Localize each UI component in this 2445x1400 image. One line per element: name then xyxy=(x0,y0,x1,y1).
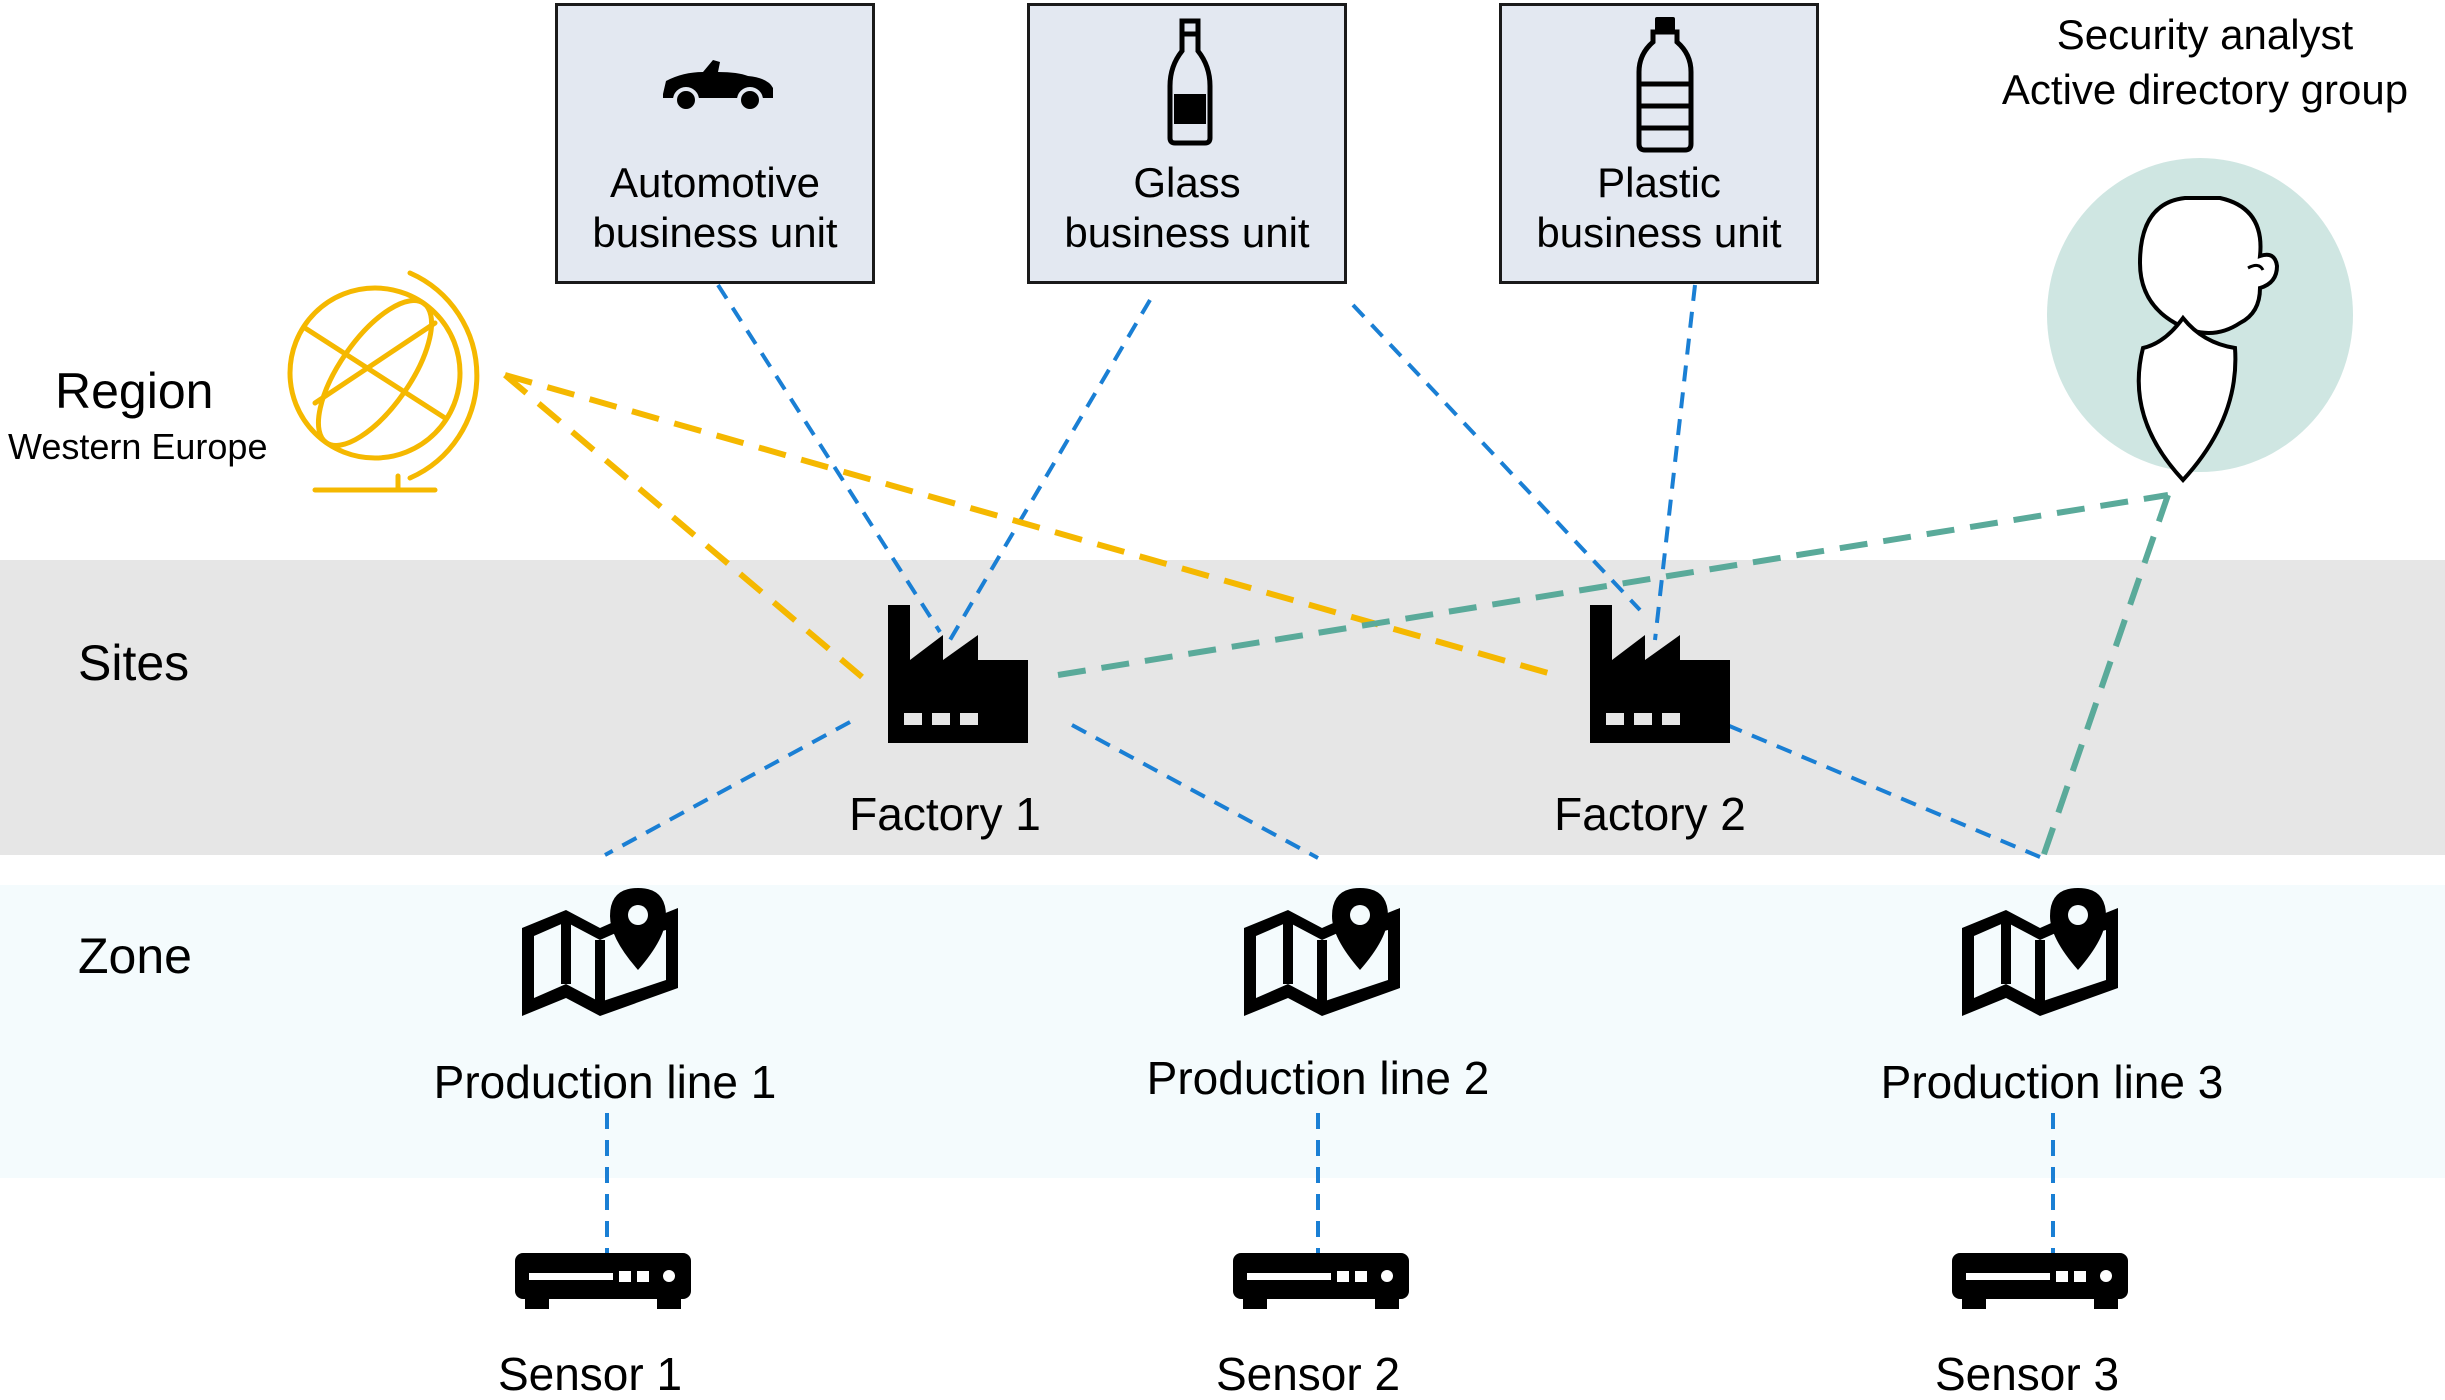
link-plastic-factory2 xyxy=(1653,284,1697,641)
plastic-bottle-icon xyxy=(1636,17,1694,153)
link-region-factory1 xyxy=(503,372,864,680)
production-line-3-label: Production line 3 xyxy=(1880,1056,2224,1108)
sensor-device-icon xyxy=(515,1253,691,1309)
link-glass-factory2 xyxy=(1351,303,1642,612)
region-title: Region xyxy=(55,363,214,419)
glass-label: Glass business unit xyxy=(1030,158,1344,259)
car-icon xyxy=(663,60,773,113)
map-pin-icon xyxy=(1962,888,2118,1016)
sensor-device-icon xyxy=(1952,1253,2128,1309)
plastic-business-unit: Plastic business unit xyxy=(1499,3,1819,284)
security-label-line1: Security analyst xyxy=(2056,11,2354,58)
link-security-line3 xyxy=(2040,494,2171,858)
plastic-label-line2: business unit xyxy=(1536,209,1782,257)
person-shield-icon xyxy=(2047,158,2353,483)
production-line-2-label: Production line 2 xyxy=(1146,1052,1490,1104)
plastic-label-line1: Plastic xyxy=(1597,159,1721,206)
glass-label-line1: Glass xyxy=(1133,159,1241,206)
link-factory1-line1 xyxy=(604,720,851,857)
sensor-3-label: Sensor 3 xyxy=(1934,1348,2120,1400)
factory-icon xyxy=(888,605,1028,743)
factory-1-label: Factory 1 xyxy=(849,788,1041,840)
bottle-icon xyxy=(1167,18,1213,146)
security-label: Security analyst Active directory group xyxy=(2002,8,2408,117)
automotive-label-line1: Automotive xyxy=(609,159,821,206)
sensor-2-label: Sensor 2 xyxy=(1215,1348,1401,1400)
glass-label-line2: business unit xyxy=(1064,209,1310,257)
globe-icon xyxy=(287,270,480,493)
link-factory2-line3 xyxy=(1726,723,2041,859)
plastic-label: Plastic business unit xyxy=(1502,158,1816,259)
automotive-label: Automotive business unit xyxy=(558,158,872,259)
link-factory1-line2 xyxy=(1071,723,1319,860)
link-automotive-factory1 xyxy=(716,283,942,634)
glass-business-unit: Glass business unit xyxy=(1027,3,1347,284)
map-pin-icon xyxy=(522,888,678,1016)
sensor-device-icon xyxy=(1233,1253,1409,1309)
region-subtitle: Western Europe xyxy=(8,426,268,467)
link-glass-factory1 xyxy=(948,298,1152,642)
automotive-label-line2: business unit xyxy=(592,209,838,257)
link-region-factory2 xyxy=(504,372,1563,680)
sites-label: Sites xyxy=(78,635,190,691)
zone-label: Zone xyxy=(78,928,192,984)
security-label-line2: Active directory group xyxy=(2001,65,2409,113)
link-security-factory1 xyxy=(1057,492,2169,678)
sensor-1-label: Sensor 1 xyxy=(497,1348,683,1400)
map-pin-icon xyxy=(1244,888,1400,1016)
factory-2-label: Factory 2 xyxy=(1554,788,1746,840)
production-line-1-label: Production line 1 xyxy=(433,1056,777,1108)
automotive-business-unit: Automotive business unit xyxy=(555,3,875,284)
factory-icon xyxy=(1590,605,1730,743)
